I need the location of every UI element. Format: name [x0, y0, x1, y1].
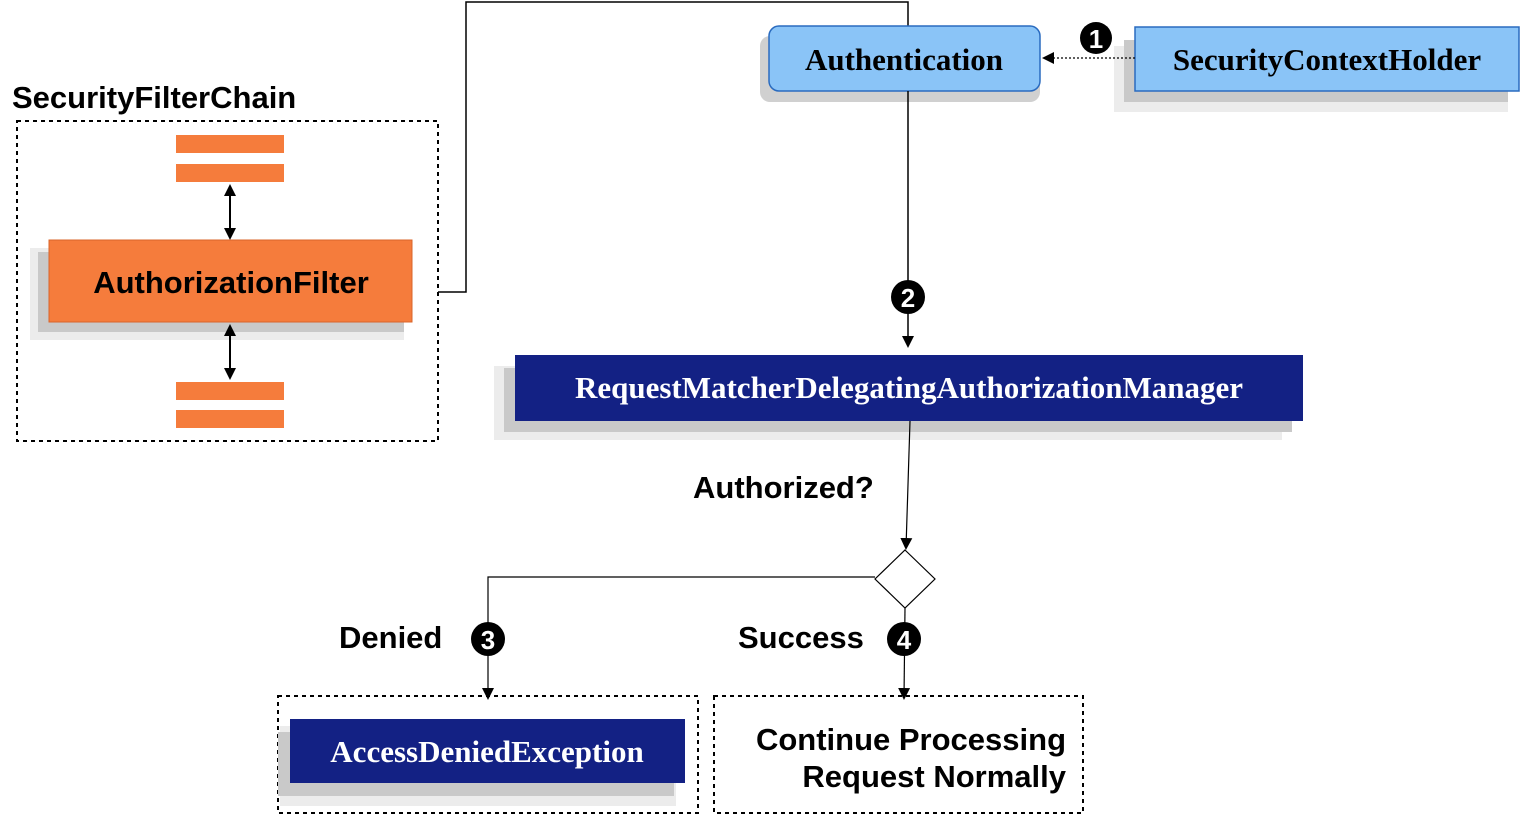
step-1-callout — [1080, 22, 1112, 54]
manager-to-decision-arrow — [900, 420, 913, 550]
step-3-number: 3 — [481, 625, 495, 655]
filter-bar-bottom-1 — [176, 382, 284, 400]
step-2-number: 2 — [901, 283, 915, 313]
authorized-question-label: Authorized? — [693, 470, 874, 505]
step-4-callout — [887, 622, 921, 656]
denied-label: Denied — [339, 620, 442, 655]
security-filter-chain-title: SecurityFilterChain — [12, 80, 296, 115]
security-filter-chain-box — [16, 120, 439, 442]
step-3-callout — [471, 622, 505, 656]
filter-bar-bottom-2 — [176, 410, 284, 428]
decision-diamond — [874, 549, 936, 609]
authorization-filter-node[interactable] — [48, 239, 413, 323]
continue-processing-line-1: Continue Processing — [756, 722, 1066, 757]
success-label: Success — [738, 620, 864, 655]
access-denied-group-box — [277, 695, 699, 814]
filter-bar-top-2 — [176, 164, 284, 182]
step-1-number: 1 — [1089, 24, 1103, 54]
continue-processing-box — [713, 695, 1084, 814]
filter-to-authentication-connector — [438, 1, 909, 293]
security-context-holder-node[interactable] — [1134, 26, 1520, 92]
authorization-manager-node[interactable] — [515, 355, 1303, 421]
authorization-manager-label: RequestMatcherDelegatingAuthorizationMan… — [575, 370, 1243, 405]
step-4-number: 4 — [897, 625, 912, 655]
security-context-holder-label: SecurityContextHolder — [1173, 42, 1481, 77]
access-denied-exception-node[interactable] — [290, 719, 685, 783]
continue-processing-line-2: Request Normally — [802, 759, 1066, 794]
filter-bar-top-1 — [176, 135, 284, 153]
authentication-label: Authentication — [805, 42, 1003, 77]
access-denied-exception-label: AccessDeniedException — [330, 734, 643, 769]
step-2-callout — [891, 280, 925, 314]
denied-branch-arrow — [482, 576, 875, 700]
authorization-filter-label: AuthorizationFilter — [93, 265, 369, 300]
authentication-node[interactable] — [768, 25, 1041, 92]
